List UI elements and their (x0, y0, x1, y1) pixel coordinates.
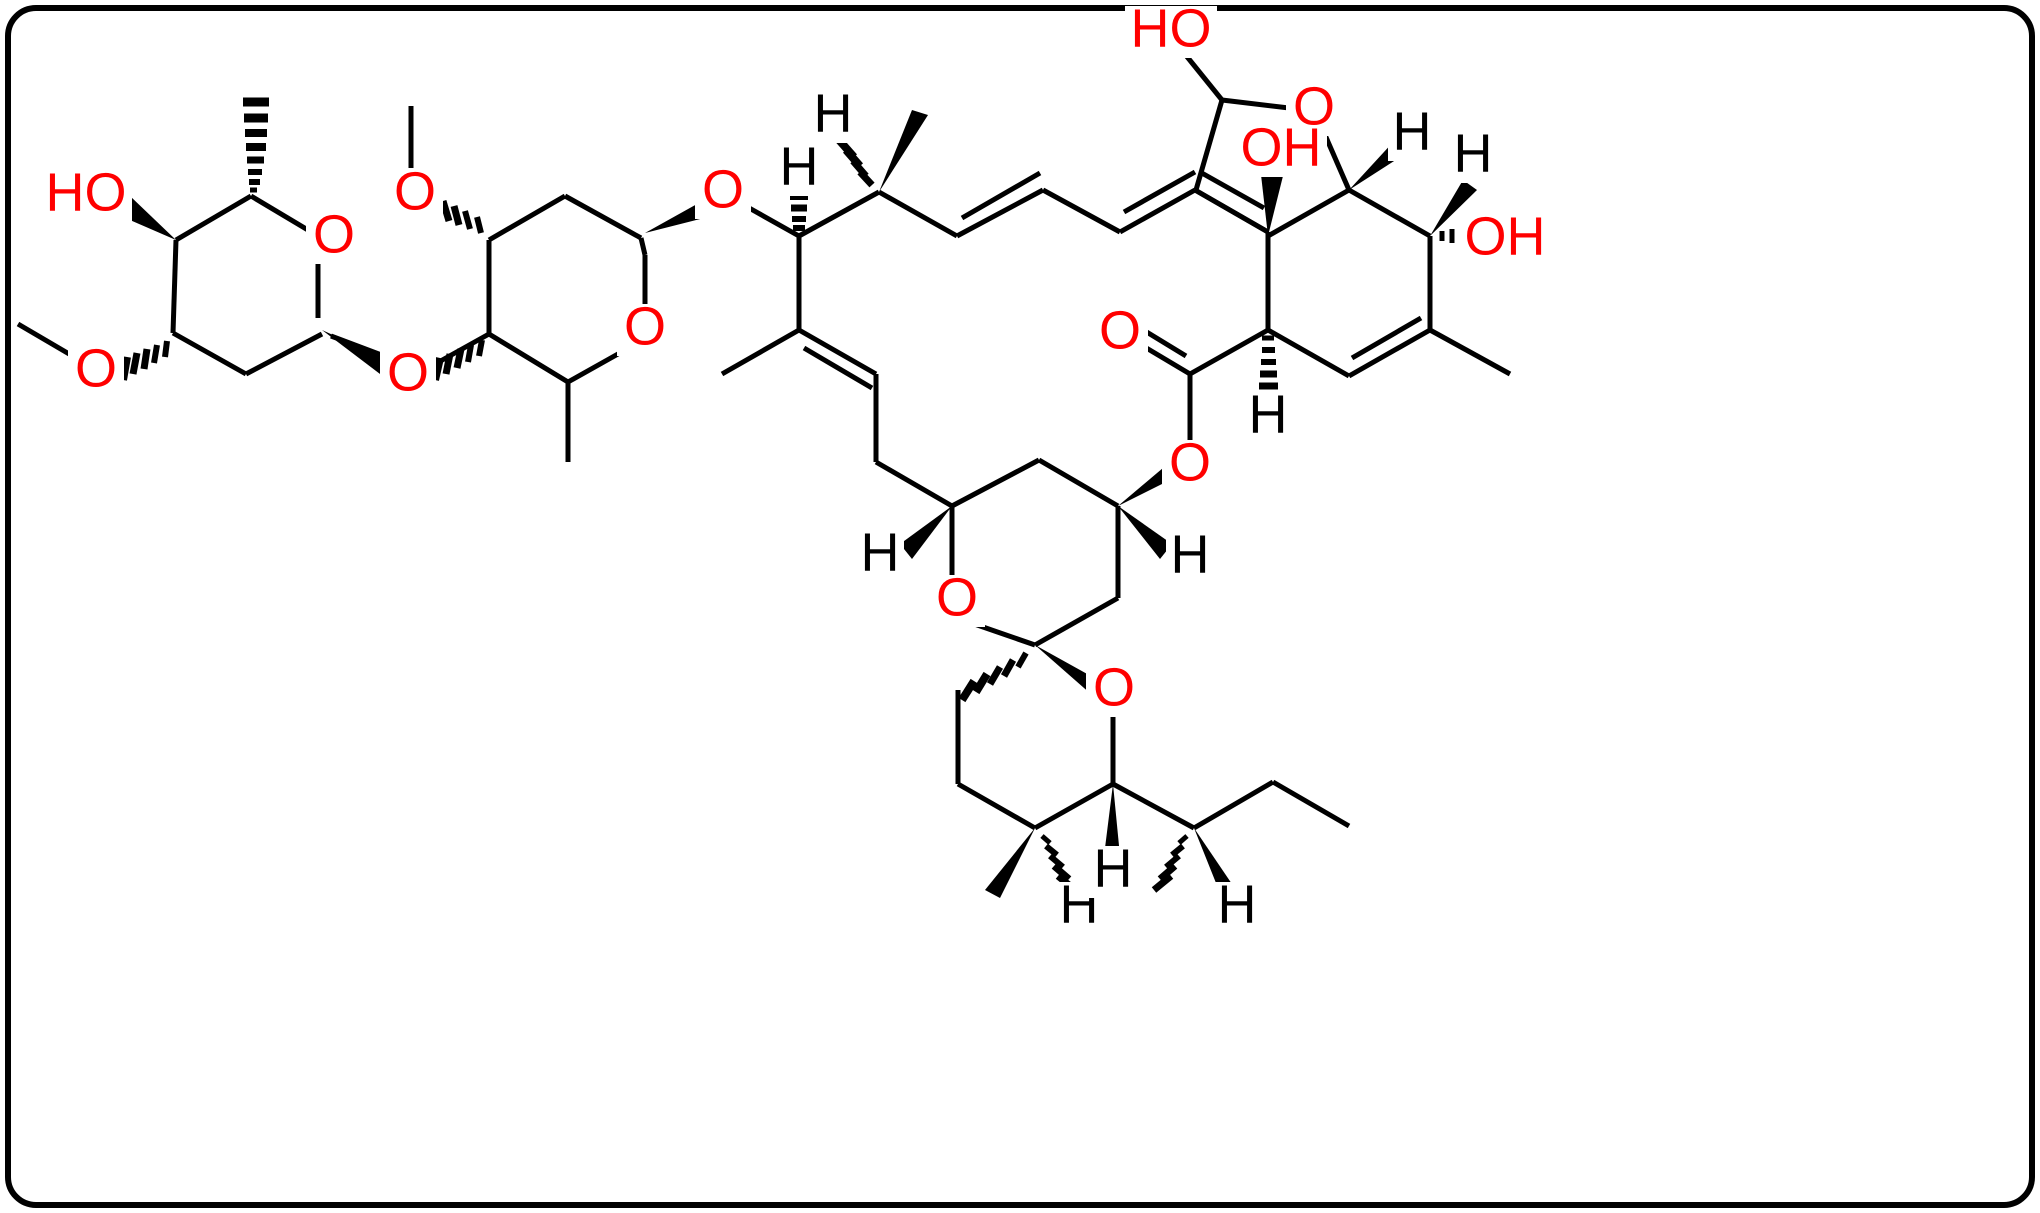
label-ho-hemiketal: HO (1131, 0, 1212, 58)
label-o-glyco-link: O (387, 342, 429, 402)
label-h-c24: H (814, 83, 853, 143)
atom-label-h-c2: H (1244, 384, 1292, 444)
atom-label-h-c13: H (1055, 874, 1103, 934)
label-h-c19: H (861, 522, 900, 582)
hashed-h-c24 (836, 137, 875, 188)
label-o-ring-mid: O (624, 296, 666, 356)
label-h-c24b: H (1218, 874, 1257, 934)
atom-label-h-c17: H (1166, 524, 1214, 584)
hashed-methoxy-left (119, 340, 170, 381)
atom-label-h-c12: H (1089, 838, 1137, 898)
atom-label-h-c6: H (1388, 101, 1436, 161)
wedge-h-c12 (1104, 784, 1120, 856)
label-o-ring-left: O (313, 204, 355, 264)
wedge-h-sbutyl (1194, 828, 1236, 898)
wedge-h-c5 (1430, 180, 1477, 236)
atom-label-o-ring-left: O (306, 204, 362, 264)
atom-label-o-ring-mid: O (617, 296, 673, 356)
label-h-c2: H (1249, 384, 1288, 444)
label-oh-c5: OH (1465, 206, 1546, 266)
atom-label-o-carbonyl: O (1092, 300, 1148, 360)
label-h-c17: H (1171, 524, 1210, 584)
label-o-carbonyl: O (1099, 300, 1141, 360)
atom-label-o-ester: O (1162, 432, 1218, 492)
label-o-methoxy-left: O (75, 338, 117, 398)
label-h-c6: H (1393, 101, 1432, 161)
atom-label-h-c25: H (775, 136, 823, 196)
wedge-methyl-c24 (879, 110, 928, 192)
label-o-methoxy-mid: O (394, 161, 436, 221)
atom-label-h-c24: H (809, 83, 857, 143)
atom-label-h-c5: H (1449, 123, 1497, 183)
label-o-thp: O (936, 567, 978, 627)
label-h-c5: H (1454, 123, 1493, 183)
wedge-h-c17 (1118, 506, 1172, 559)
atom-label-h-c24b: H (1213, 874, 1261, 934)
label-ho-left: HO (46, 162, 127, 222)
hashed-methyl-left-sugar (243, 97, 269, 193)
atom-label-o-methoxy-mid: O (387, 161, 443, 221)
label-o-spiro: O (1093, 657, 1135, 717)
label-h-c12: H (1094, 838, 1133, 898)
atom-label-o-glycosidic-link: O (380, 342, 436, 402)
wedge-spiro-oxygen (1035, 645, 1098, 695)
atom-label-layer: HO O O O O O O H (40, 0, 1551, 934)
hashed-glycosidic-mid (431, 339, 485, 381)
label-oh-c7: OH (1241, 117, 1322, 177)
wedge-oh-c7 (1268, 176, 1283, 236)
atom-label-o-methoxy-left: O (68, 338, 124, 398)
atom-label-oh-c5: OH (1459, 206, 1551, 266)
hashed-h-c24b (1151, 834, 1189, 893)
atom-label-oh-c7: OH (1235, 117, 1327, 177)
wedge-glycosidic-left (322, 330, 392, 380)
diagram-border (5, 5, 2035, 1208)
atom-label-h-c19: H (856, 522, 904, 582)
wedge-h-c19 (900, 506, 952, 559)
hashed-h-c25 (790, 192, 808, 231)
atom-label-ho-c7-hemiketal: HO (1125, 0, 1217, 58)
atom-label-o-glycosidic-aglycone: O (695, 159, 751, 219)
label-h-c25: H (780, 136, 819, 196)
wedge-methyl-c13 (985, 828, 1035, 898)
hashed-spiro-ring (958, 651, 1029, 703)
label-o-ester: O (1169, 432, 1211, 492)
atom-label-ho-oleandrose-left: HO (40, 162, 132, 222)
atom-label-o-thp-ring: O (929, 567, 985, 627)
label-o-glyco-aglycone: O (702, 159, 744, 219)
atom-label-o-spiroketal: O (1086, 657, 1142, 717)
